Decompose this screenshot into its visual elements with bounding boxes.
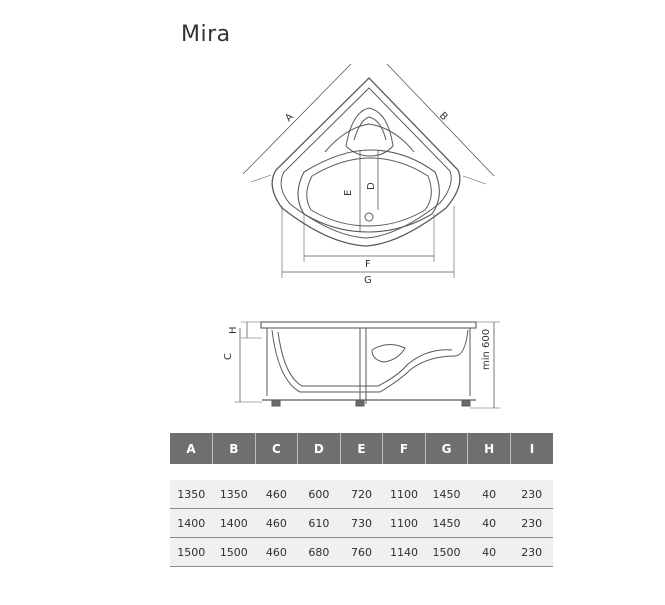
table-cell: 600 [297,480,341,509]
table-cell: 1140 [382,537,426,567]
top-view [242,63,495,278]
table-cell: 40 [467,480,511,509]
table-header-cell: B [212,433,256,464]
table-header-row: A B C D E F G H I [170,433,553,464]
table-cell: 1500 [425,537,468,567]
label-e: E [343,190,354,196]
table-cell: 1500 [212,537,256,567]
table-header-cell: H [467,433,511,464]
label-f: F [365,259,371,270]
table-cell: 730 [340,508,383,538]
table-cell: 460 [255,537,298,567]
table-header-cell: C [255,433,299,464]
table-cell: 1350 [212,480,256,509]
table-cell: 40 [467,508,511,538]
dimensions-table: A B C D E F G H I 1350 1350 460 600 720 … [170,433,553,567]
label-min600: min 600 [481,329,492,370]
table-cell: 610 [297,508,341,538]
table-cell: 1350 [170,480,213,509]
label-g: G [364,275,372,286]
table-header-cell: D [297,433,341,464]
table-cell: 1450 [425,508,468,538]
label-h: H [228,326,239,334]
table-header-cell: E [340,433,384,464]
side-view [234,321,500,409]
table-header-cell: I [510,433,553,464]
table-cell: 1100 [382,480,426,509]
table-cell: 460 [255,508,298,538]
label-b: B [437,110,450,123]
table-cell: 230 [510,537,553,567]
product-title: Mira [181,22,231,47]
table-cell: 720 [340,480,383,509]
table-header-cell: A [170,433,214,464]
table-row: 1500 1500 460 680 760 1140 1500 40 230 [170,537,553,567]
table-cell: 40 [467,537,511,567]
table-cell: 1500 [170,537,213,567]
table-header-cell: G [425,433,469,464]
table-cell: 1450 [425,480,468,509]
table-cell: 230 [510,508,553,538]
table-cell: 1100 [382,508,426,538]
table-cell: 1400 [212,508,256,538]
table-cell: 1400 [170,508,213,538]
table-cell: 760 [340,537,383,567]
table-row: 1400 1400 460 610 730 1100 1450 40 230 [170,508,553,538]
label-d: D [366,182,377,190]
table-cell: 230 [510,480,553,509]
table-cell: 460 [255,480,298,509]
table-cell: 680 [297,537,341,567]
label-c: C [223,353,234,360]
table-header-cell: F [382,433,426,464]
table-row: 1350 1350 460 600 720 1100 1450 40 230 [170,480,553,509]
